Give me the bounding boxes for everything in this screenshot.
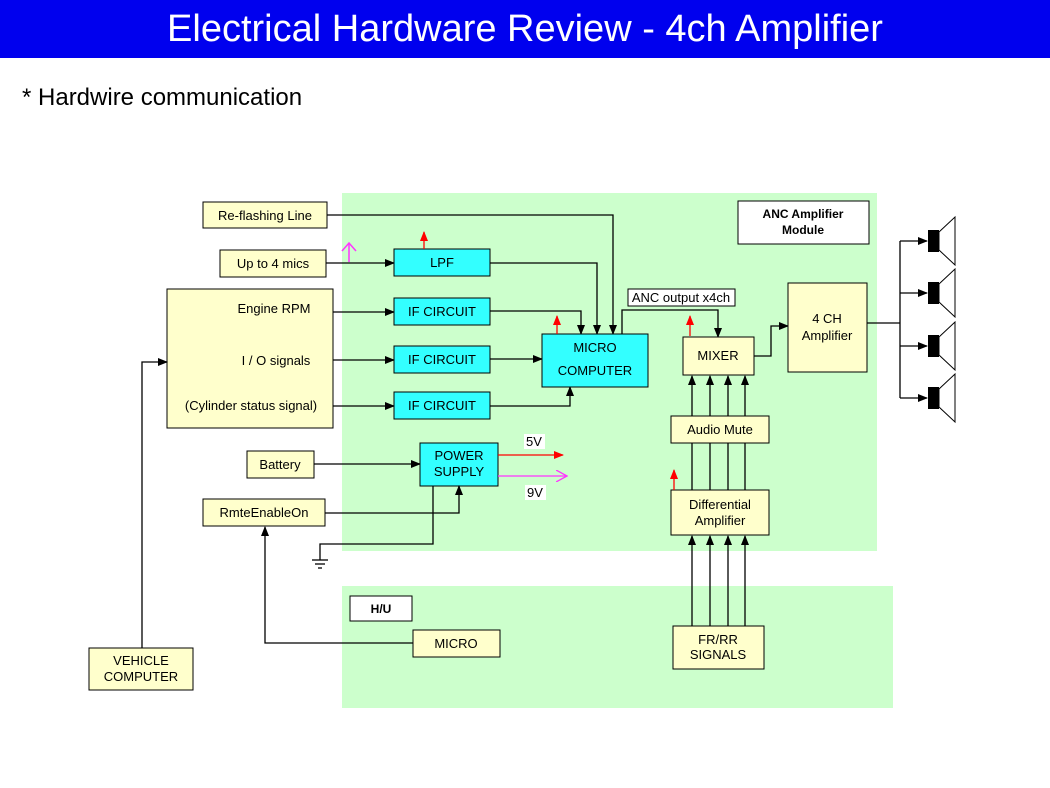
battery-label: Battery (259, 457, 301, 472)
hu-micro-label: MICRO (434, 636, 477, 651)
micro-computer-label-line1: MICRO (573, 340, 616, 355)
if-circuit-2-label: IF CIRCUIT (408, 352, 476, 367)
micro-computer-label-line2: COMPUTER (558, 363, 632, 378)
anc-output-label: ANC output x4ch (632, 290, 730, 305)
anc-output-box (627, 288, 736, 307)
rmte-enable-box (202, 498, 326, 527)
speaker-3-icon (928, 320, 956, 372)
fr-rr-signals-label-line2: SIGNALS (690, 647, 747, 662)
reflashing-line-box (202, 201, 328, 229)
nine-volt-tag (525, 485, 546, 500)
ground-icon (312, 559, 328, 569)
mixer-label: MIXER (697, 348, 738, 363)
if-circuit-3-label: IF CIRCUIT (408, 398, 476, 413)
hu-label-box (349, 595, 413, 622)
speaker-1-icon (928, 215, 956, 267)
speaker-4-icon (928, 372, 956, 424)
mic-input-arrow-icon (341, 241, 357, 262)
vehicle-computer-box (88, 647, 194, 691)
mics-box (219, 249, 327, 278)
title-bar: Electrical Hardware Review - 4ch Amplifi… (0, 0, 1050, 58)
anc-module-label-line1: ANC Amplifier (763, 207, 844, 221)
if-circuit-2-box (393, 345, 491, 374)
fr-rr-signals-label-line1: FR/RR (698, 632, 738, 647)
input-signals-box (166, 288, 334, 429)
lpf-label: LPF (430, 255, 454, 270)
cylinder-status-label: (Cylinder status signal) (185, 398, 317, 413)
nine-volt-label: 9V (527, 485, 543, 500)
five-volt-tag (524, 434, 545, 449)
speaker-2-icon (928, 267, 956, 319)
fr-rr-signals-box (672, 625, 765, 670)
micro-computer-box (541, 333, 649, 388)
four-ch-amplifier-label-line1: 4 CH (812, 311, 842, 326)
audio-mute-label: Audio Mute (687, 422, 753, 437)
power-supply-label-line2: SUPPLY (434, 464, 485, 479)
reflashing-line-label: Re-flashing Line (218, 208, 312, 223)
differential-amplifier-label-line2: Amplifier (695, 513, 746, 528)
five-volt-label: 5V (526, 434, 542, 449)
if-circuit-1-label: IF CIRCUIT (408, 304, 476, 319)
differential-amplifier-box (670, 489, 770, 536)
four-ch-amplifier-box (787, 282, 868, 373)
io-signals-label: I / O signals (242, 353, 311, 368)
differential-amplifier-label-line1: Differential (689, 497, 751, 512)
four-ch-amplifier-label-line2: Amplifier (802, 328, 853, 343)
vehicle-computer-label-line1: VEHICLE (113, 653, 169, 668)
hu-label: H/U (371, 602, 392, 616)
anc-module-label-line2: Module (782, 223, 824, 237)
battery-box (246, 450, 315, 479)
audio-mute-box (670, 415, 770, 444)
engine-rpm-label: Engine RPM (238, 301, 311, 316)
rmte-enable-label: RmteEnableOn (220, 505, 309, 520)
vehicle-computer-label-line2: COMPUTER (104, 669, 178, 684)
anc-module-label-box (737, 200, 870, 245)
mics-label: Up to 4 mics (237, 256, 310, 271)
subtitle: * Hardwire communication (22, 84, 303, 111)
power-supply-box (419, 442, 499, 487)
power-supply-label-line1: POWER (434, 448, 483, 463)
